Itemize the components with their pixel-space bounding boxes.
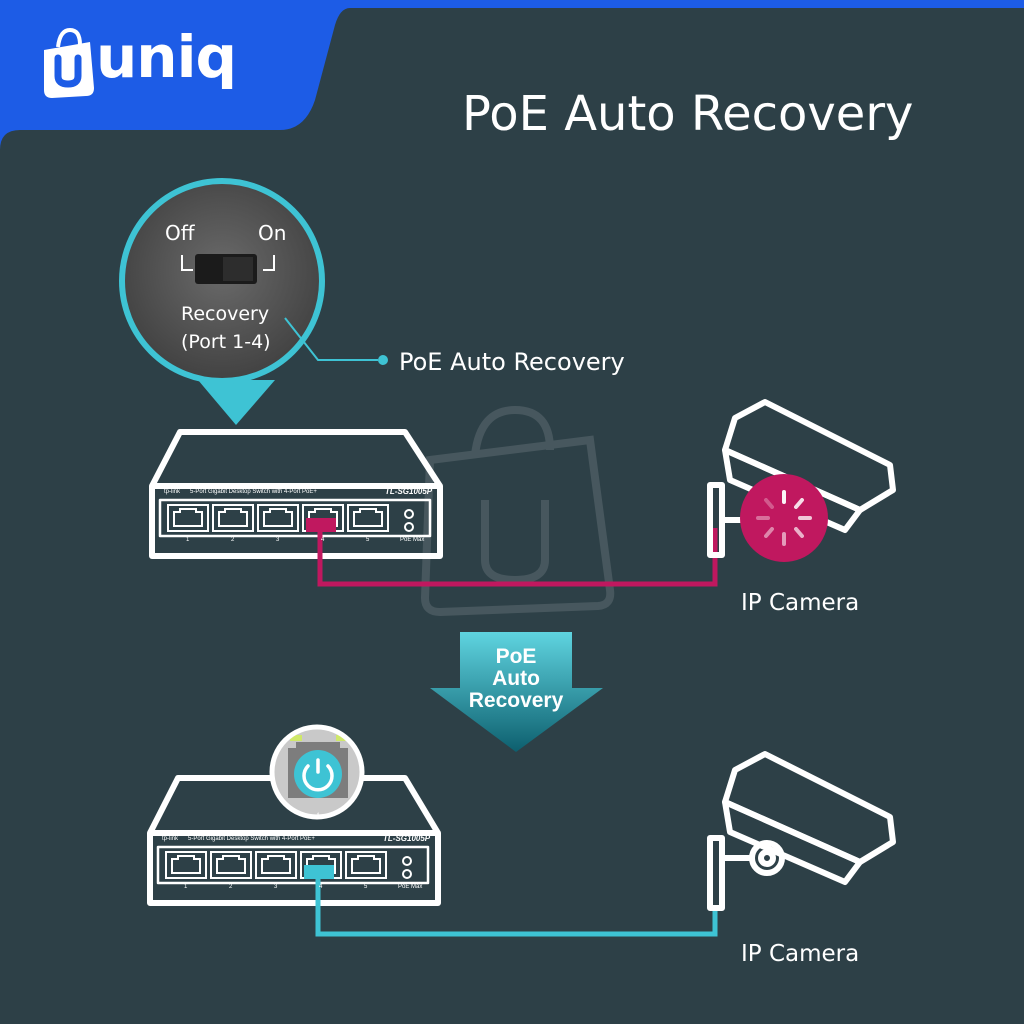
switch-bottom-port-2: 2 — [229, 884, 233, 890]
recovery-label: Recovery — [181, 303, 270, 325]
watermark-bag-icon — [420, 405, 615, 617]
switch-top-port-1: 1 — [186, 537, 190, 543]
teal-cable — [315, 879, 718, 937]
switch-top-poe-max: PoE Max — [400, 537, 425, 543]
switch-bottom-brand: tp-link — [162, 836, 179, 842]
switch-bottom-poe-max: PoE Max — [398, 884, 423, 890]
callout-label: PoE Auto Recovery — [399, 348, 625, 376]
switch-bottom-port-5: 5 — [364, 884, 368, 890]
port-4-failed-highlight — [306, 518, 336, 532]
recovery-arrow — [430, 632, 603, 752]
switch-off-label: Off — [165, 221, 195, 245]
camera-top-label: IP Camera — [741, 590, 860, 616]
zoom-port-number: 4 — [316, 813, 320, 819]
page-title: PoE Auto Recovery — [462, 86, 914, 142]
switch-bottom-description: 5-Port Gigabit Desktop Switch with 4-Por… — [188, 836, 315, 842]
switch-top — [149, 429, 443, 559]
switch-bottom-port-3: 3 — [274, 884, 278, 890]
arrow-line-2: Auto — [492, 667, 540, 690]
switch-top-ports — [167, 504, 414, 532]
recovery-switch-magnifier — [119, 178, 325, 425]
switch-top-port-4: 4 — [321, 537, 325, 543]
camera-bottom-label: IP Camera — [741, 941, 860, 967]
switch-bottom-port-1: 1 — [184, 884, 188, 890]
brand-logo[interactable]: uniq — [96, 23, 237, 91]
switch-top-port-5: 5 — [366, 537, 370, 543]
switch-bottom-model: TL-SG1005P — [383, 834, 431, 843]
callout-dot — [378, 355, 388, 365]
switch-bottom-port-4: 4 — [319, 884, 323, 890]
recovery-arrow-label: PoE Auto Recovery — [456, 646, 576, 712]
power-recovery-icon — [294, 750, 342, 798]
switch-top-port-2: 2 — [231, 537, 235, 543]
switch-on-label: On — [258, 221, 287, 245]
switch-top-port-3: 3 — [276, 537, 280, 543]
switch-top-model: TL-SG1005P — [385, 487, 433, 496]
callout-leader — [284, 317, 378, 361]
camera-bottom — [707, 751, 896, 911]
camera-failed-icon — [740, 474, 828, 562]
recovery-port-label: (Port 1-4) — [181, 331, 271, 353]
switch-top-brand: tp-link — [164, 489, 181, 495]
shopping-bag-icon — [44, 27, 94, 98]
port-4-recovered-highlight — [304, 865, 334, 879]
switch-top-description: 5-Port Gigabit Desktop Switch with 4-Por… — [190, 489, 317, 495]
arrow-line-3: Recovery — [468, 689, 564, 712]
arrow-line-1: PoE — [495, 645, 537, 668]
